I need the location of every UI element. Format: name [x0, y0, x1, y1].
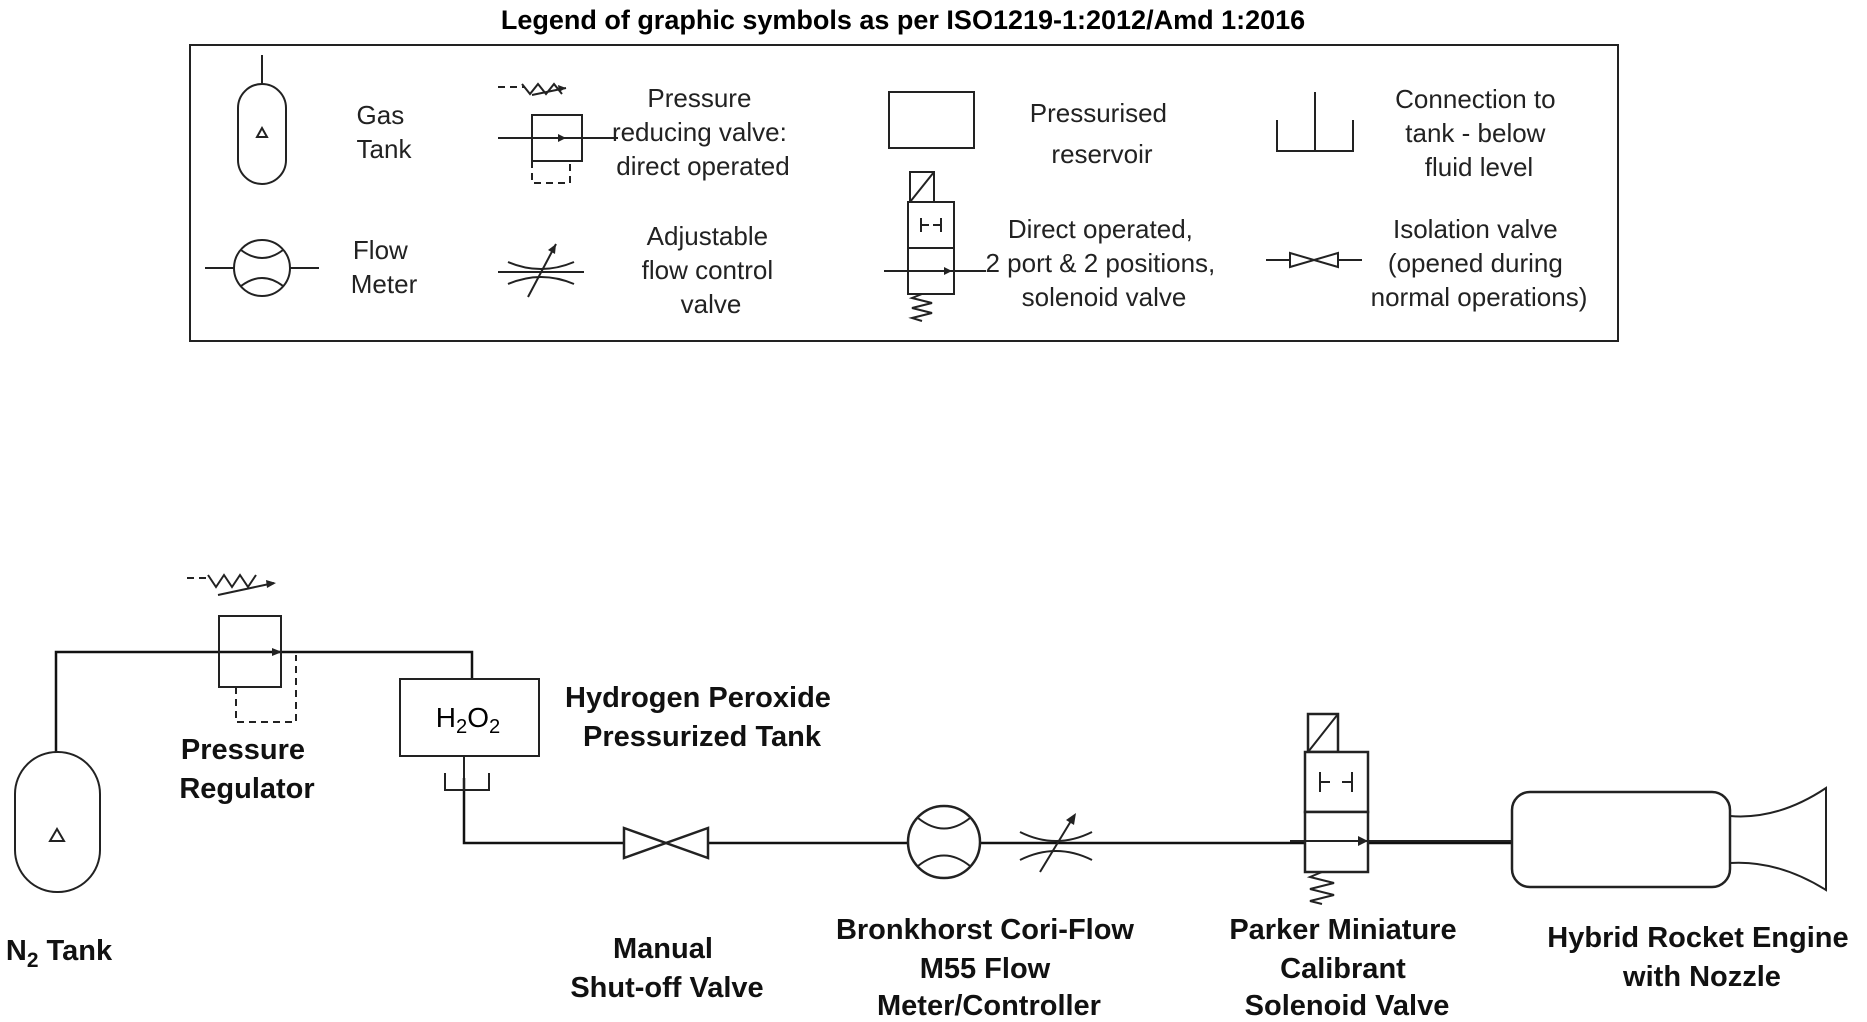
gas-tank-icon [237, 55, 287, 185]
legend-label-tank-connection: Connection to tank - below fluid level [1395, 84, 1563, 182]
manual-valve-label: Manual Shut-off Valve [570, 933, 763, 1004]
pressure-regulator-label: Pressure Regulator [179, 734, 314, 805]
n2-tank-label: N2 Tank [6, 935, 113, 972]
pressure-reducing-valve-icon [498, 82, 618, 184]
flow-meter-label: Bronkhorst Cori-Flow M55 Flow Meter/Cont… [836, 914, 1142, 1022]
pressure-regulator-icon [187, 573, 297, 723]
h2o2-tank-label: Hydrogen Peroxide Pressurized Tank [565, 682, 839, 753]
adjustable-flow-control-valve-icon [498, 243, 584, 298]
manual-shutoff-valve-icon [622, 826, 710, 860]
legend-label-gas-tank: Gas Tank [357, 100, 413, 164]
adjustable-flow-control-valve-icon [1019, 813, 1093, 873]
legend-label-solenoid-valve: Direct operated, 2 port & 2 positions, s… [985, 214, 1222, 312]
h2o2-tank-symbol-label: H2O2 [436, 702, 500, 738]
tank-connection-icon [444, 756, 490, 791]
solenoid-valve-label: Parker Miniature Calibrant Solenoid Valv… [1229, 914, 1464, 1022]
legend-box [189, 44, 1619, 342]
legend-label-flow-meter: Flow Meter [351, 235, 418, 299]
rocket-engine-icon [1510, 786, 1827, 892]
flow-meter-icon [205, 239, 319, 297]
pressurised-reservoir-icon [888, 91, 975, 149]
legend-label-isolation-valve: Isolation valve (opened during normal op… [1371, 214, 1588, 312]
legend-label-adjustable-flow-control-valve: Adjustable flow control valve [642, 221, 781, 319]
legend-label-pressure-reducing-valve: Pressure reducing valve: direct operated [612, 83, 794, 181]
solenoid-valve-icon [884, 171, 986, 322]
flow-meter-icon [906, 804, 982, 880]
isolation-valve-icon [1266, 251, 1362, 269]
legend-label-pressurised-reservoir: Pressurised reservoir [1030, 98, 1175, 169]
n2-tank-icon [14, 751, 101, 893]
h2o2-tank-icon [399, 678, 540, 757]
pipeline [54, 650, 1512, 845]
tank-connection-icon [1276, 92, 1354, 152]
engine-label: Hybrid Rocket Engine with Nozzle [1547, 922, 1856, 993]
legend-title: Legend of graphic symbols as per ISO1219… [501, 5, 1305, 35]
solenoid-valve-icon [1290, 712, 1512, 905]
